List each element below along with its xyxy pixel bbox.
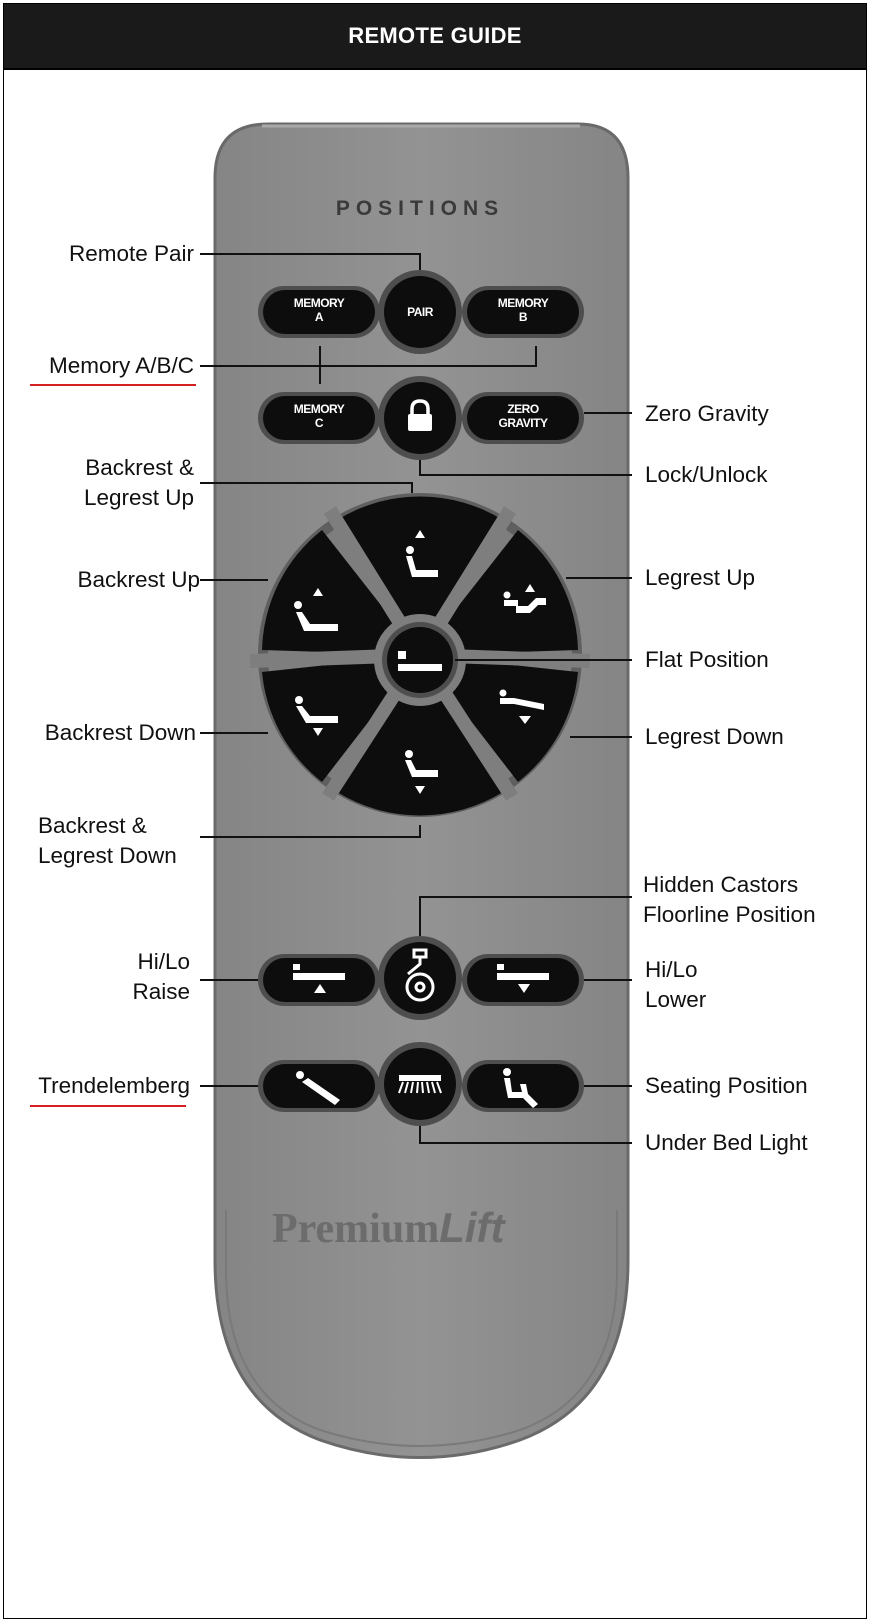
memory-b-button[interactable] xyxy=(462,286,584,338)
brand-italic: Lift xyxy=(439,1204,506,1251)
backrest-legrest-up-label-1: Backrest & xyxy=(85,455,194,480)
lock-unlock-label: Lock/Unlock xyxy=(645,462,768,487)
seating-position-icon xyxy=(503,1068,538,1108)
zero-gravity-button[interactable] xyxy=(462,392,584,444)
backrest-down-label: Backrest Down xyxy=(44,720,196,745)
hilo-lower-button[interactable] xyxy=(462,954,584,1006)
flat-position-label: Flat Position xyxy=(645,647,769,672)
backrest-legrest-down-label-2: Legrest Down xyxy=(38,843,177,868)
leader-lines xyxy=(200,253,632,1144)
legrest-down-label: Legrest Down xyxy=(645,724,784,749)
remote-pair-label: Remote Pair xyxy=(68,241,194,266)
hilo-lower-label-2: Lower xyxy=(645,987,707,1012)
hilo-raise-button[interactable] xyxy=(258,954,380,1006)
seating-position-label: Seating Position xyxy=(645,1073,808,1098)
hidden-castors-label-1: Hidden Castors xyxy=(643,872,799,897)
under-bed-light-button[interactable] xyxy=(378,1042,462,1126)
memory-c-button[interactable] xyxy=(258,392,380,444)
flat-position-button[interactable] xyxy=(374,614,466,706)
hilo-lower-label-1: Hi/Lo xyxy=(645,957,698,982)
header-divider xyxy=(4,68,866,70)
backrest-legrest-up-icon xyxy=(406,530,438,577)
trendelemberg-button[interactable] xyxy=(258,1060,380,1112)
pair-label: PAIR xyxy=(407,305,433,319)
legrest-down-icon xyxy=(499,689,544,724)
hidden-castors-label-2: Floorline Position xyxy=(643,902,816,927)
memory-abc-underline xyxy=(30,384,196,386)
trendelemberg-underline xyxy=(30,1105,186,1107)
pair-button[interactable] xyxy=(378,270,462,354)
backrest-up-icon xyxy=(294,588,338,631)
hilo-lower-icon xyxy=(497,964,549,993)
memory-abc-label: Memory A/B/C xyxy=(48,353,194,378)
legrest-up-icon xyxy=(503,584,546,613)
memory-a-button[interactable] xyxy=(258,286,380,338)
hilo-raise-label-2: Raise xyxy=(132,979,190,1004)
legrest-down-button[interactable] xyxy=(420,655,578,782)
page-title: REMOTE GUIDE xyxy=(4,4,866,68)
hilo-raise-label-1: Hi/Lo xyxy=(137,949,190,974)
backrest-up-label: Backrest Up xyxy=(77,567,200,592)
lock-icon xyxy=(408,399,432,431)
hidden-castors-button[interactable] xyxy=(378,936,462,1020)
backrest-down-button[interactable] xyxy=(262,655,420,782)
backrest-down-icon xyxy=(295,696,338,736)
position-wedge-pad xyxy=(249,493,591,817)
backrest-legrest-down-label-1: Backrest & xyxy=(38,813,147,838)
backrest-legrest-down-icon xyxy=(405,750,438,794)
castor-icon xyxy=(405,948,435,1002)
under-bed-light-label: Under Bed Light xyxy=(645,1130,808,1155)
svg-text:PremiumLift: PremiumLift xyxy=(272,1204,506,1252)
hilo-raise-icon xyxy=(293,964,345,993)
legrest-up-button[interactable] xyxy=(420,530,578,655)
backrest-legrest-down-button[interactable] xyxy=(337,655,503,816)
brand-main: Premium xyxy=(272,1206,439,1252)
backrest-legrest-up-label-2: Legrest Up xyxy=(83,485,194,510)
trendelemberg-icon xyxy=(296,1071,340,1105)
flat-bed-icon xyxy=(398,651,442,671)
under-bed-light-icon xyxy=(398,1075,442,1094)
zero-gravity-callout: Zero Gravity xyxy=(645,401,769,426)
legrest-up-label: Legrest Up xyxy=(645,565,756,590)
lock-button[interactable] xyxy=(378,376,462,460)
premiumlift-logo: PremiumLift xyxy=(272,1204,506,1252)
positions-heading: POSITIONS xyxy=(336,197,504,220)
trendelemberg-label: Trendelemberg xyxy=(38,1073,190,1098)
seating-position-button[interactable] xyxy=(462,1060,584,1112)
